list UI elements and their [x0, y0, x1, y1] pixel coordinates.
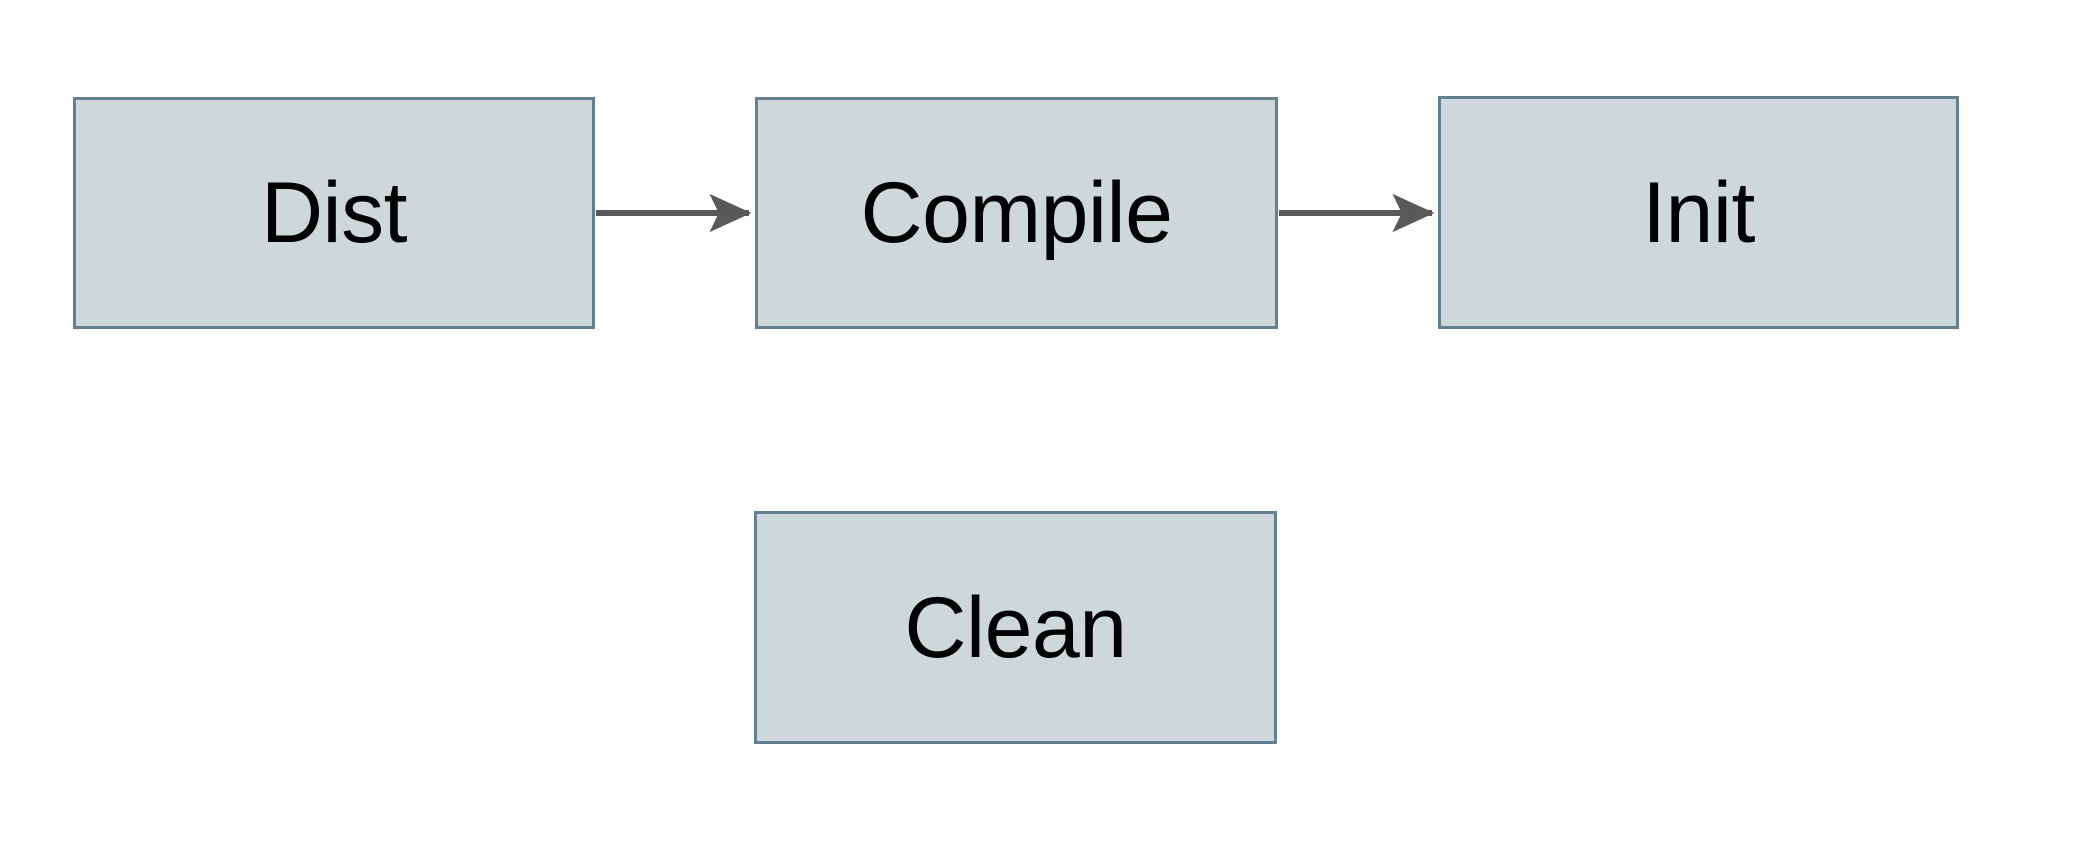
- node-clean-label: Clean: [904, 579, 1127, 676]
- node-dist[interactable]: Dist: [73, 97, 595, 329]
- node-dist-label: Dist: [260, 165, 408, 261]
- node-init-label: Init: [1642, 164, 1755, 261]
- node-compile-label: Compile: [860, 165, 1173, 261]
- edge-compile-to-init-hitbox[interactable]: [1279, 193, 1437, 233]
- node-compile[interactable]: Compile: [755, 97, 1278, 329]
- node-clean[interactable]: Clean: [754, 511, 1277, 744]
- node-init[interactable]: Init: [1438, 96, 1959, 329]
